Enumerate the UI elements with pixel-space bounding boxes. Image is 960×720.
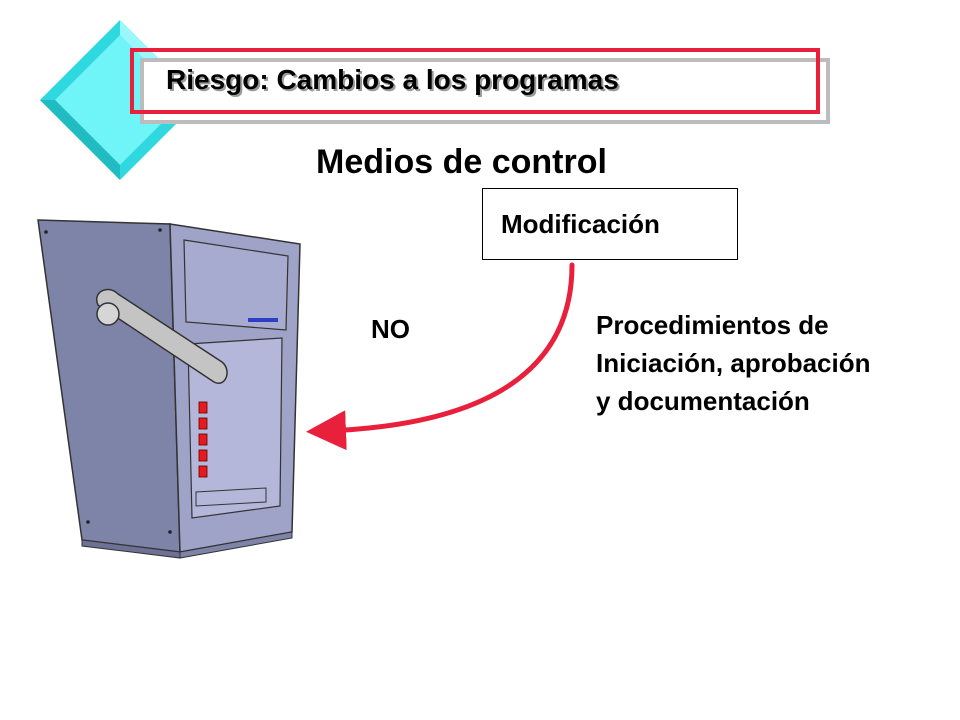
- slide-title: Riesgo: Cambios a los programas: [166, 64, 619, 95]
- server-cabinet-icon: [37, 219, 301, 559]
- curved-arrow-icon: [306, 262, 575, 451]
- slide-subtitle: Medios de control: [316, 143, 607, 181]
- procedure-line-2: Iniciación, aprobación: [596, 348, 871, 378]
- modification-label: Modificación: [501, 209, 660, 239]
- procedure-line-3: y documentación: [596, 386, 810, 416]
- procedure-text: Procedimientos de Iniciación, aprobación…: [596, 306, 871, 420]
- modification-box: Modificación: [482, 188, 738, 260]
- title-frame: [130, 48, 820, 114]
- arrow-label: NO: [371, 314, 410, 344]
- procedure-line-1: Procedimientos de: [596, 310, 829, 340]
